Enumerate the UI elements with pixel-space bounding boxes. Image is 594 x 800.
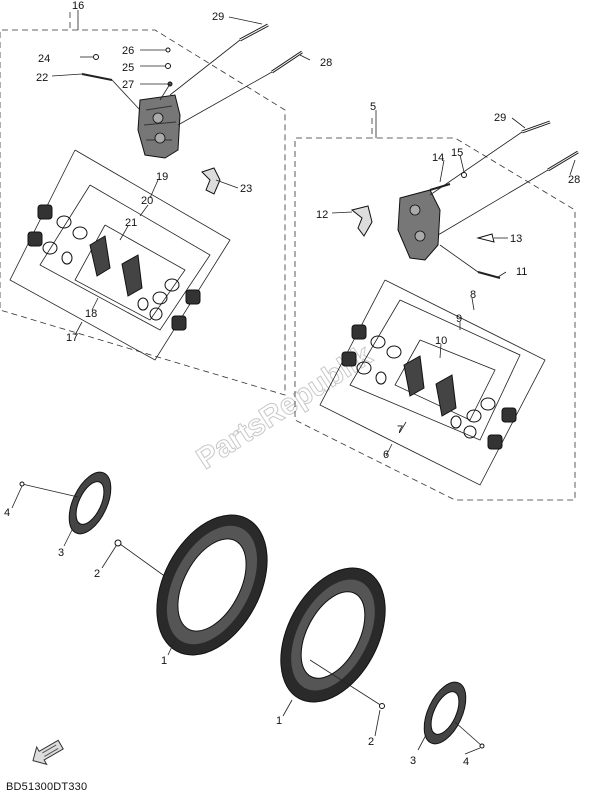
- label-16[interactable]: 16: [72, 0, 84, 12]
- label-21[interactable]: 21: [125, 217, 137, 229]
- left-seals[interactable]: [42, 215, 180, 321]
- label-22[interactable]: 22: [36, 72, 48, 84]
- label-14[interactable]: 14: [432, 152, 444, 164]
- label-23[interactable]: 23: [240, 183, 252, 195]
- right-brake-pads[interactable]: [403, 355, 457, 417]
- right-pistons[interactable]: [341, 324, 517, 450]
- small-disc-hub-left[interactable]: [61, 466, 120, 540]
- right-caliper-group: [294, 118, 579, 501]
- right-small-parts[interactable]: [429, 172, 501, 279]
- label-4-left[interactable]: 4: [4, 507, 10, 519]
- part-labels: 16 29 26 24 25 28 22 27 19 23 20 21 18 1…: [4, 0, 580, 768]
- label-2-left[interactable]: 2: [94, 568, 100, 580]
- front-brake-disc-left[interactable]: [134, 496, 289, 674]
- label-19[interactable]: 19: [156, 171, 168, 183]
- left-caliper-group: [0, 12, 303, 396]
- left-pistons[interactable]: [27, 204, 201, 331]
- right-bolt-28[interactable]: [547, 150, 579, 172]
- leader-lines: [11, 10, 576, 755]
- label-27[interactable]: 27: [122, 79, 134, 91]
- label-8[interactable]: 8: [470, 289, 476, 301]
- label-5[interactable]: 5: [370, 101, 376, 113]
- front-brake-disc-right[interactable]: [259, 550, 406, 719]
- front-arrow-icon: [32, 739, 64, 766]
- label-2-right[interactable]: 2: [368, 736, 374, 748]
- diagram-code: BD51300DT330: [6, 781, 88, 793]
- label-10[interactable]: 10: [435, 335, 447, 347]
- left-caliper-body[interactable]: [137, 94, 181, 159]
- left-bolt-29[interactable]: [239, 23, 269, 42]
- label-28-left[interactable]: 28: [320, 57, 332, 69]
- right-seals[interactable]: [356, 335, 496, 439]
- label-3-right[interactable]: 3: [410, 755, 416, 767]
- label-20[interactable]: 20: [141, 195, 153, 207]
- label-1-right[interactable]: 1: [276, 715, 282, 727]
- label-11[interactable]: 11: [516, 266, 527, 278]
- label-3-left[interactable]: 3: [58, 547, 64, 559]
- label-12[interactable]: 12: [316, 209, 328, 221]
- right-bolt-29[interactable]: [521, 120, 551, 134]
- small-disc-hub-right[interactable]: [416, 676, 475, 750]
- left-pad-spring-23[interactable]: [201, 167, 221, 195]
- label-4-right[interactable]: 4: [463, 756, 469, 768]
- label-26[interactable]: 26: [122, 45, 134, 57]
- label-29-left[interactable]: 29: [212, 11, 224, 23]
- right-caliper-body[interactable]: [397, 189, 441, 261]
- right-pad-spring-12[interactable]: [350, 205, 373, 237]
- left-small-parts[interactable]: [81, 47, 173, 87]
- label-9[interactable]: 9: [456, 313, 462, 325]
- label-28-right[interactable]: 28: [568, 174, 580, 186]
- label-24[interactable]: 24: [38, 53, 50, 65]
- label-17[interactable]: 17: [66, 332, 78, 344]
- label-6[interactable]: 6: [383, 449, 389, 461]
- left-bolt-28[interactable]: [271, 50, 303, 74]
- label-13[interactable]: 13: [510, 233, 522, 245]
- label-25[interactable]: 25: [122, 62, 134, 74]
- label-15[interactable]: 15: [451, 147, 463, 159]
- left-brake-pads[interactable]: [89, 235, 143, 297]
- label-7[interactable]: 7: [397, 424, 403, 436]
- label-18[interactable]: 18: [85, 308, 97, 320]
- label-1-left[interactable]: 1: [161, 655, 167, 667]
- label-29-right[interactable]: 29: [494, 112, 506, 124]
